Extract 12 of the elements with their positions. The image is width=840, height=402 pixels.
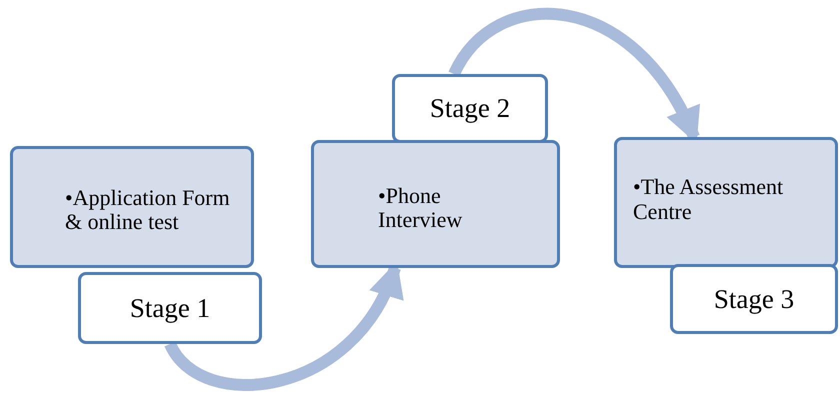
step-box (311, 140, 560, 268)
bullet-text: •Application Form & online test (65, 186, 231, 234)
step-box (10, 146, 254, 268)
stage-label: Stage 3 (714, 284, 794, 314)
step-box (614, 137, 838, 268)
stage-label: Stage 2 (430, 93, 510, 124)
stage-box (670, 264, 838, 334)
bullet-text: •Phone Interview (378, 184, 464, 232)
bullet-text: •The Assessment Centre (633, 175, 784, 224)
stage-box (392, 74, 548, 143)
stage-box (78, 272, 262, 344)
stage-label: Stage 1 (130, 292, 210, 324)
